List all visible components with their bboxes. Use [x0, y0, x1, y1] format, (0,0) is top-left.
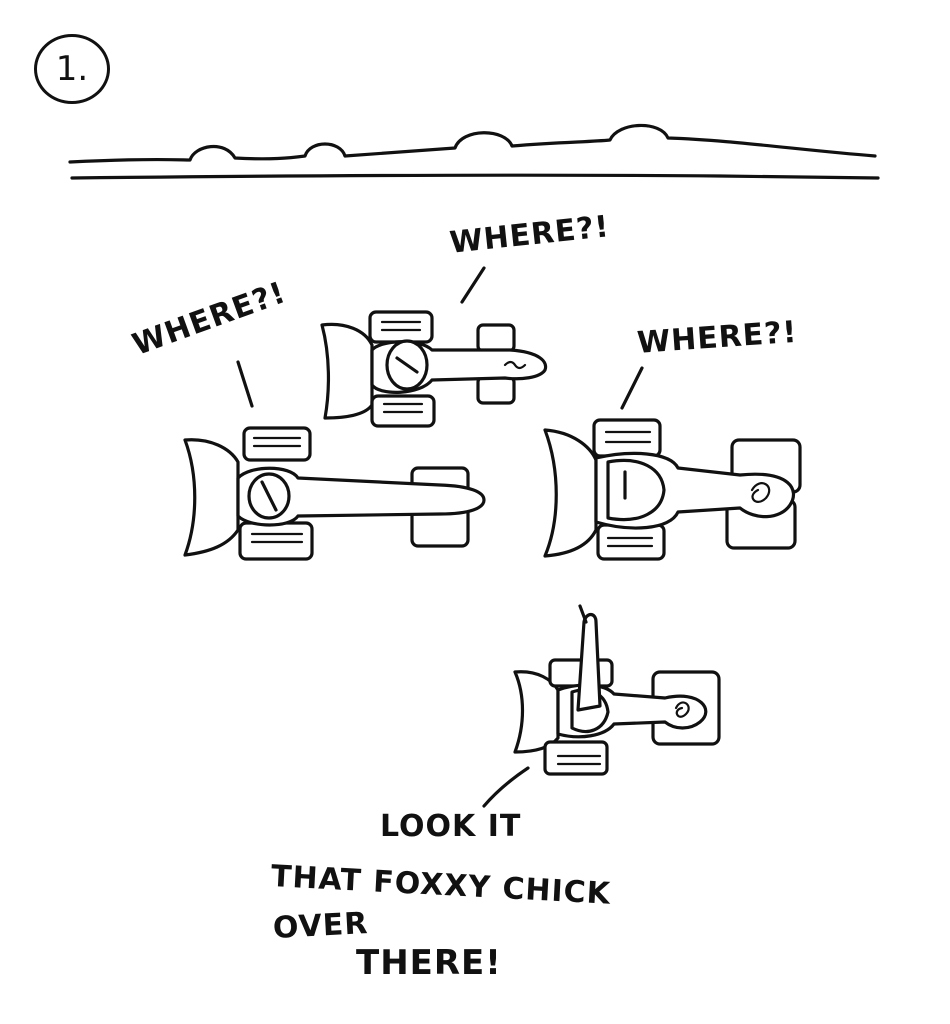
horizon-track	[68, 123, 880, 180]
race-car-right	[543, 418, 802, 561]
speech-look-line3: OVER	[272, 905, 370, 946]
speech-tail-top	[460, 266, 486, 304]
speech-tail-left	[236, 360, 254, 408]
panel-number: 1.	[55, 49, 89, 89]
race-car-bottom	[513, 604, 721, 776]
race-car-top	[320, 310, 548, 428]
speech-look-line4: THERE!	[356, 943, 502, 983]
speech-tail-bottom	[482, 766, 530, 808]
speech-tail-right	[620, 366, 644, 410]
panel-number-badge: 1.	[34, 34, 110, 104]
speech-look-line1: LOOK IT	[380, 809, 522, 844]
race-car-left	[183, 426, 486, 561]
